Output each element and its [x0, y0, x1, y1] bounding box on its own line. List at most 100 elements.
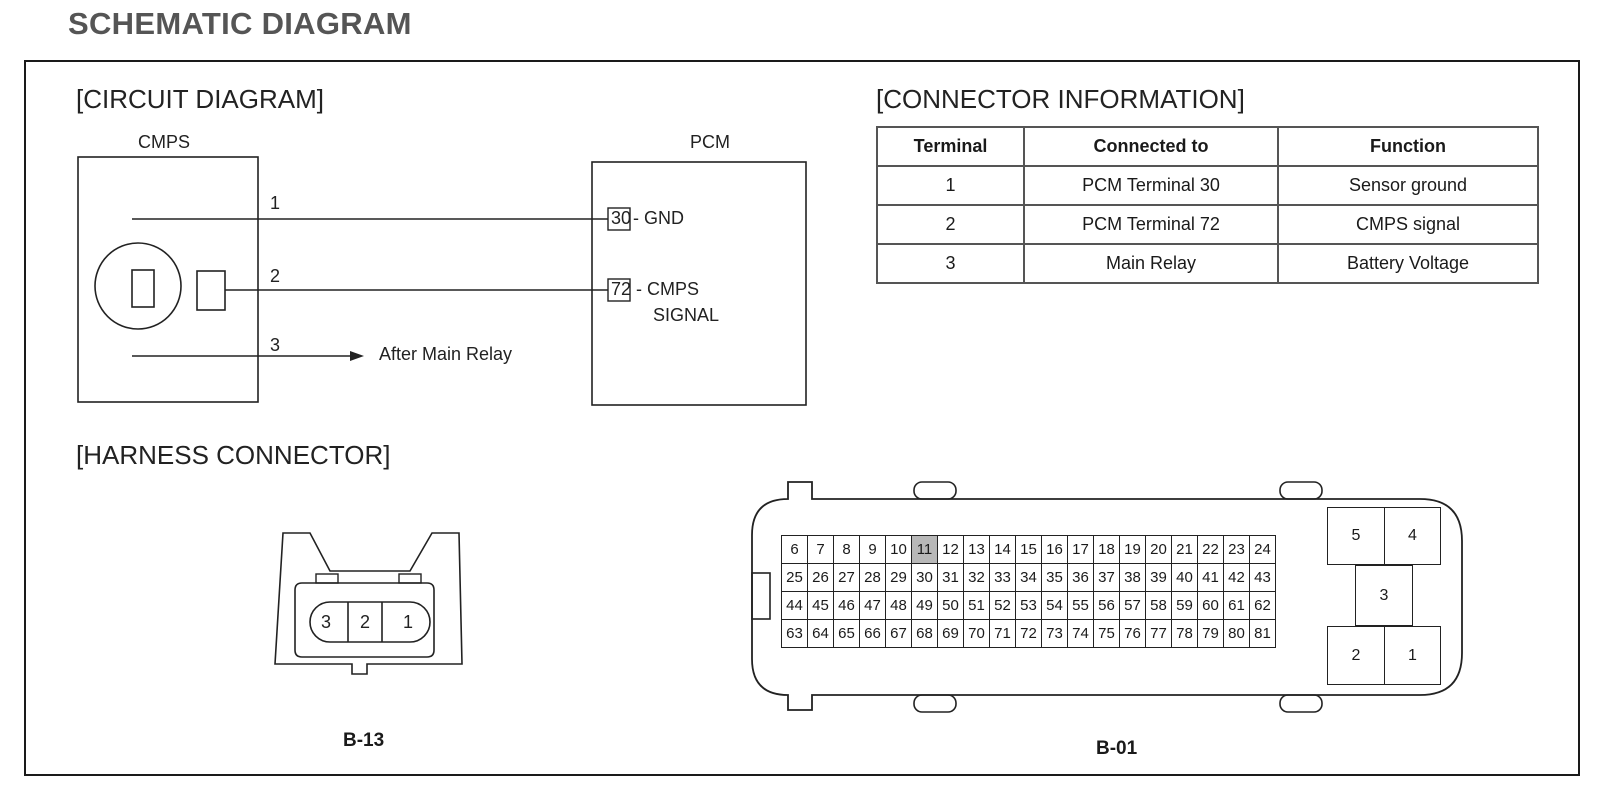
- pcm-pin-30: 30: [611, 208, 632, 228]
- b01-pin: 37: [1093, 563, 1120, 592]
- cmps-label: CMPS: [138, 132, 191, 152]
- b01-pin: 51: [963, 591, 990, 620]
- b01-pin: 19: [1119, 535, 1146, 564]
- b13-label: B-13: [343, 730, 385, 751]
- b01-pin: 21: [1171, 535, 1198, 564]
- b01-pin: 72: [1015, 619, 1042, 648]
- b01-pin: 26: [807, 563, 834, 592]
- b01-pin: 18: [1093, 535, 1120, 564]
- b01-pin: 25: [781, 563, 808, 592]
- b01-pin: 11: [911, 535, 938, 564]
- pcm-pin-72-label-line2: SIGNAL: [653, 305, 720, 325]
- b01-pin: 73: [1041, 619, 1068, 648]
- b01-pin: 56: [1093, 591, 1120, 620]
- b01-pin: 77: [1145, 619, 1172, 648]
- b01-pin: 76: [1119, 619, 1146, 648]
- cell-terminal: 3: [876, 243, 1025, 284]
- cell-terminal: 1: [876, 165, 1025, 206]
- b01-pin: 54: [1041, 591, 1068, 620]
- b01-pin: 58: [1145, 591, 1172, 620]
- b01-pin: 14: [989, 535, 1016, 564]
- b01-pin: 12: [937, 535, 964, 564]
- pcm-box: [591, 161, 807, 406]
- b01-pin: 75: [1093, 619, 1120, 648]
- cell-function: Battery Voltage: [1277, 243, 1539, 284]
- pcm-pin-30-box: [607, 207, 631, 231]
- b01-pin: 65: [833, 619, 860, 648]
- b01-pin: 36: [1067, 563, 1094, 592]
- pcm-pin-30-label: - GND: [633, 208, 684, 228]
- b01-pin: 29: [885, 563, 912, 592]
- b01-pin: 39: [1145, 563, 1172, 592]
- sensor-circle-icon: [94, 242, 182, 330]
- pcm-pin-72-box: [607, 278, 631, 302]
- b01-pin: 44: [781, 591, 808, 620]
- b01-pin: 28: [859, 563, 886, 592]
- table-row: 3 Main Relay Battery Voltage: [876, 243, 1539, 284]
- b01-pin: 16: [1041, 535, 1068, 564]
- b01-pin: 23: [1223, 535, 1250, 564]
- table-row: 1 PCM Terminal 30 Sensor ground: [876, 165, 1539, 206]
- page-title: SCHEMATIC DIAGRAM: [68, 6, 412, 41]
- b01-pin: 66: [859, 619, 886, 648]
- b01-pin: 46: [833, 591, 860, 620]
- b01-pin: 52: [989, 591, 1016, 620]
- b01-side-pin: 5: [1327, 507, 1385, 565]
- header-function: Function: [1277, 126, 1539, 167]
- b01-pin: 33: [989, 563, 1016, 592]
- b01-pin: 38: [1119, 563, 1146, 592]
- b01-pin: 47: [859, 591, 886, 620]
- circuit-diagram-heading: [CIRCUIT DIAGRAM]: [76, 84, 324, 114]
- b01-pin: 40: [1171, 563, 1198, 592]
- b01-side-pin: 1: [1384, 626, 1441, 685]
- wire-1-number: 1: [270, 193, 281, 213]
- b01-pin: 60: [1197, 591, 1224, 620]
- connector-info-table: Terminal Connected to Function 1 PCM Ter…: [876, 126, 1539, 284]
- b01-pin: 62: [1249, 591, 1276, 620]
- wire-3-number: 3: [270, 335, 281, 355]
- b01-pin: 79: [1197, 619, 1224, 648]
- b01-pin: 43: [1249, 563, 1276, 592]
- cell-function: Sensor ground: [1277, 165, 1539, 206]
- b13-pin: 1: [403, 612, 414, 632]
- pcm-pin-72: 72: [611, 279, 632, 299]
- b01-pin: 64: [807, 619, 834, 648]
- b01-pin: 45: [807, 591, 834, 620]
- b01-pin: 27: [833, 563, 860, 592]
- b01-pin: 6: [781, 535, 808, 564]
- b01-pin: 15: [1015, 535, 1042, 564]
- b01-pin: 24: [1249, 535, 1276, 564]
- b01-pin: 59: [1171, 591, 1198, 620]
- b13-pin: 3: [321, 612, 332, 632]
- b01-side-pin: 2: [1327, 626, 1385, 685]
- b13-pin: 2: [360, 612, 371, 632]
- cell-connected-to: PCM Terminal 30: [1023, 165, 1279, 206]
- b01-pin: 81: [1249, 619, 1276, 648]
- b01-pin: 74: [1067, 619, 1094, 648]
- b01-pin: 53: [1015, 591, 1042, 620]
- pcm-label: PCM: [690, 132, 730, 152]
- b01-pin: 41: [1197, 563, 1224, 592]
- b01-pin: 80: [1223, 619, 1250, 648]
- harness-connector-heading: [HARNESS CONNECTOR]: [76, 440, 391, 470]
- diagram-frame: [24, 60, 1580, 776]
- b01-pin: 9: [859, 535, 886, 564]
- b01-pin: 35: [1041, 563, 1068, 592]
- b01-pin: 32: [963, 563, 990, 592]
- b01-pin: 61: [1223, 591, 1250, 620]
- b01-pin: 67: [885, 619, 912, 648]
- b01-side-pin: 3: [1355, 565, 1413, 626]
- b01-pin: 10: [885, 535, 912, 564]
- b01-pin: 31: [937, 563, 964, 592]
- b01-pin: 78: [1171, 619, 1198, 648]
- b01-pin: 7: [807, 535, 834, 564]
- b01-label: B-01: [1096, 738, 1138, 759]
- b01-pin: 71: [989, 619, 1016, 648]
